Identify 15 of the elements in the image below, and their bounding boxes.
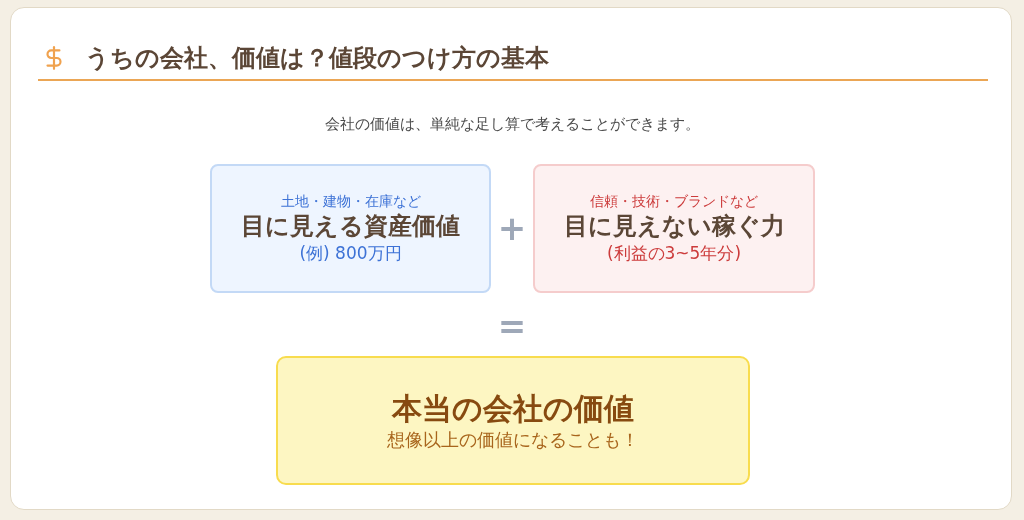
plus-sign: +: [497, 208, 527, 249]
category-text: 土地・建物・在庫など: [280, 192, 421, 211]
card-note: (例) 800万円: [299, 243, 402, 265]
equals-sign: =: [497, 306, 527, 347]
card-heading: 目に見える資産価値: [241, 211, 460, 242]
company-value-card: [276, 356, 750, 485]
result-note: 想像以上の価値になることも！: [387, 429, 639, 452]
title: うちの会社、価値は？値段のつけ方の基本: [85, 43, 549, 74]
card-heading: 目に見えない稼ぐ力: [563, 211, 785, 242]
earning-power-card: [533, 164, 815, 293]
result-heading: 本当の会社の価値: [392, 389, 634, 427]
asset-value-card: [210, 164, 491, 293]
subtitle: 会社の価値は、単純な足し算で考えることができます。: [324, 115, 700, 133]
card-note: (利益の3~5年分): [606, 243, 742, 265]
category-text: 信頼・技術・ブランドなど: [590, 192, 758, 211]
